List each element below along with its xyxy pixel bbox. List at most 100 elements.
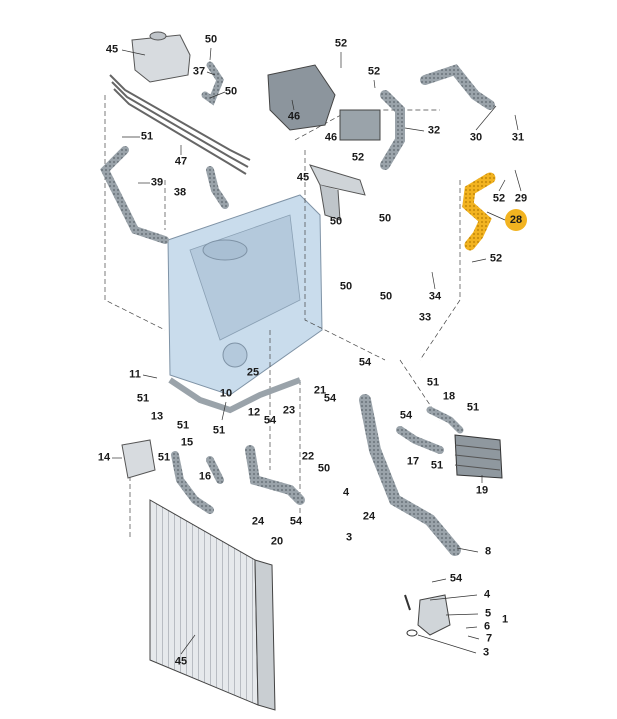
- part-label-23: 23: [282, 404, 296, 417]
- thermostat-housing: [404, 594, 451, 637]
- coolant-pipe-10: [168, 377, 302, 414]
- part-label-50b: 50: [224, 85, 238, 98]
- leader-8: [456, 547, 479, 553]
- part-label-19: 19: [475, 484, 489, 497]
- engine-block: [167, 194, 323, 396]
- leader-37: [206, 71, 216, 76]
- part-label-1: 1: [501, 613, 509, 626]
- part-label-52b: 52: [367, 65, 381, 78]
- part-label-51b: 51: [136, 392, 150, 405]
- part-label-5: 5: [484, 607, 492, 620]
- part-label-50a: 50: [204, 33, 218, 46]
- part-label-54a: 54: [323, 392, 337, 405]
- leader-52e: [471, 258, 487, 263]
- reservoir-14: [121, 439, 156, 479]
- part-label-51a: 51: [140, 130, 154, 143]
- part-label-17: 17: [406, 455, 420, 468]
- part-label-6: 6: [483, 620, 491, 633]
- part-label-51h: 51: [430, 459, 444, 472]
- part-label-51f: 51: [466, 401, 480, 414]
- part-label-13: 13: [150, 410, 164, 423]
- leader-lines: [112, 47, 522, 655]
- part-label-10: 10: [219, 387, 233, 400]
- part-label-11: 11: [129, 368, 141, 381]
- part-label-3b: 3: [482, 646, 490, 659]
- part-label-54b: 54: [263, 414, 277, 427]
- part-label-18: 18: [442, 390, 456, 403]
- leader-29: [514, 169, 522, 192]
- part-label-52c: 52: [351, 151, 365, 164]
- leader-30: [475, 105, 497, 131]
- part-label-45a: 45: [105, 43, 119, 56]
- part-label-32: 32: [427, 124, 441, 137]
- leader-3b: [417, 634, 477, 654]
- oil-cooler-19: [454, 434, 503, 479]
- leader-10: [221, 401, 227, 421]
- part-label-46a: 46: [287, 110, 301, 123]
- radiator: [149, 499, 276, 711]
- part-label-46b: 46: [324, 131, 338, 144]
- part-label-50c: 50: [329, 215, 343, 228]
- pipe-bundle: [109, 74, 251, 175]
- part-label-50d: 50: [378, 212, 392, 225]
- part-label-33: 33: [418, 311, 432, 324]
- leader-6: [465, 626, 478, 629]
- leader-34: [431, 271, 436, 290]
- part-label-4b: 4: [483, 588, 491, 601]
- part-label-37: 37: [192, 65, 206, 78]
- leader-50a: [209, 47, 212, 61]
- part-label-50g: 50: [317, 462, 331, 475]
- part-label-45c: 45: [174, 655, 188, 668]
- part-label-4a: 4: [342, 486, 350, 499]
- part-label-51g: 51: [157, 451, 171, 464]
- part-label-29: 29: [514, 192, 528, 205]
- part-label-50f: 50: [379, 290, 393, 303]
- coolant-flange-46: [267, 64, 381, 141]
- part-label-15: 15: [180, 436, 194, 449]
- part-label-52a: 52: [334, 37, 348, 50]
- part-label-24b: 24: [362, 510, 376, 523]
- part-label-7: 7: [485, 632, 493, 645]
- leader-45a: [121, 49, 146, 56]
- part-label-25: 25: [246, 366, 260, 379]
- part-label-52d: 52: [492, 192, 506, 205]
- part-label-54d: 54: [399, 409, 413, 422]
- hose-28-highlighted: [462, 172, 496, 251]
- part-label-51e: 51: [426, 376, 440, 389]
- part-label-20: 20: [270, 535, 284, 548]
- part-label-39: 39: [150, 176, 164, 189]
- part-label-12: 12: [247, 406, 261, 419]
- part-label-3a: 3: [345, 531, 353, 544]
- leader-28: [486, 211, 506, 221]
- leader-45c: [180, 634, 196, 655]
- part-label-54e: 54: [289, 515, 303, 528]
- part-label-45b: 45: [296, 171, 310, 184]
- part-label-34: 34: [428, 290, 442, 303]
- part-label-51d: 51: [212, 424, 226, 437]
- leader-32: [404, 127, 425, 132]
- leader-50b: [209, 91, 226, 99]
- leader-5: [445, 613, 479, 616]
- part-label-54c: 54: [358, 356, 372, 369]
- part-label-14: 14: [97, 451, 111, 464]
- part-label-38: 38: [173, 186, 187, 199]
- part-label-21: 21: [313, 384, 327, 397]
- part-label-54f: 54: [449, 572, 463, 585]
- coolant-pipe-45: [309, 164, 366, 221]
- part-label-22: 22: [301, 450, 315, 463]
- part-label-51c: 51: [176, 419, 190, 432]
- leader-54f: [431, 578, 447, 583]
- leader-4b: [429, 594, 478, 601]
- leader-11: [142, 374, 158, 379]
- leader-52b: [373, 79, 376, 89]
- leader-52d: [498, 179, 506, 192]
- hoses: [100, 61, 495, 556]
- leader-31: [514, 114, 519, 131]
- part-label-28: 28: [505, 209, 527, 231]
- leader-7: [467, 635, 480, 640]
- part-label-24a: 24: [251, 515, 265, 528]
- part-label-52e: 52: [489, 252, 503, 265]
- part-label-30: 30: [469, 131, 483, 144]
